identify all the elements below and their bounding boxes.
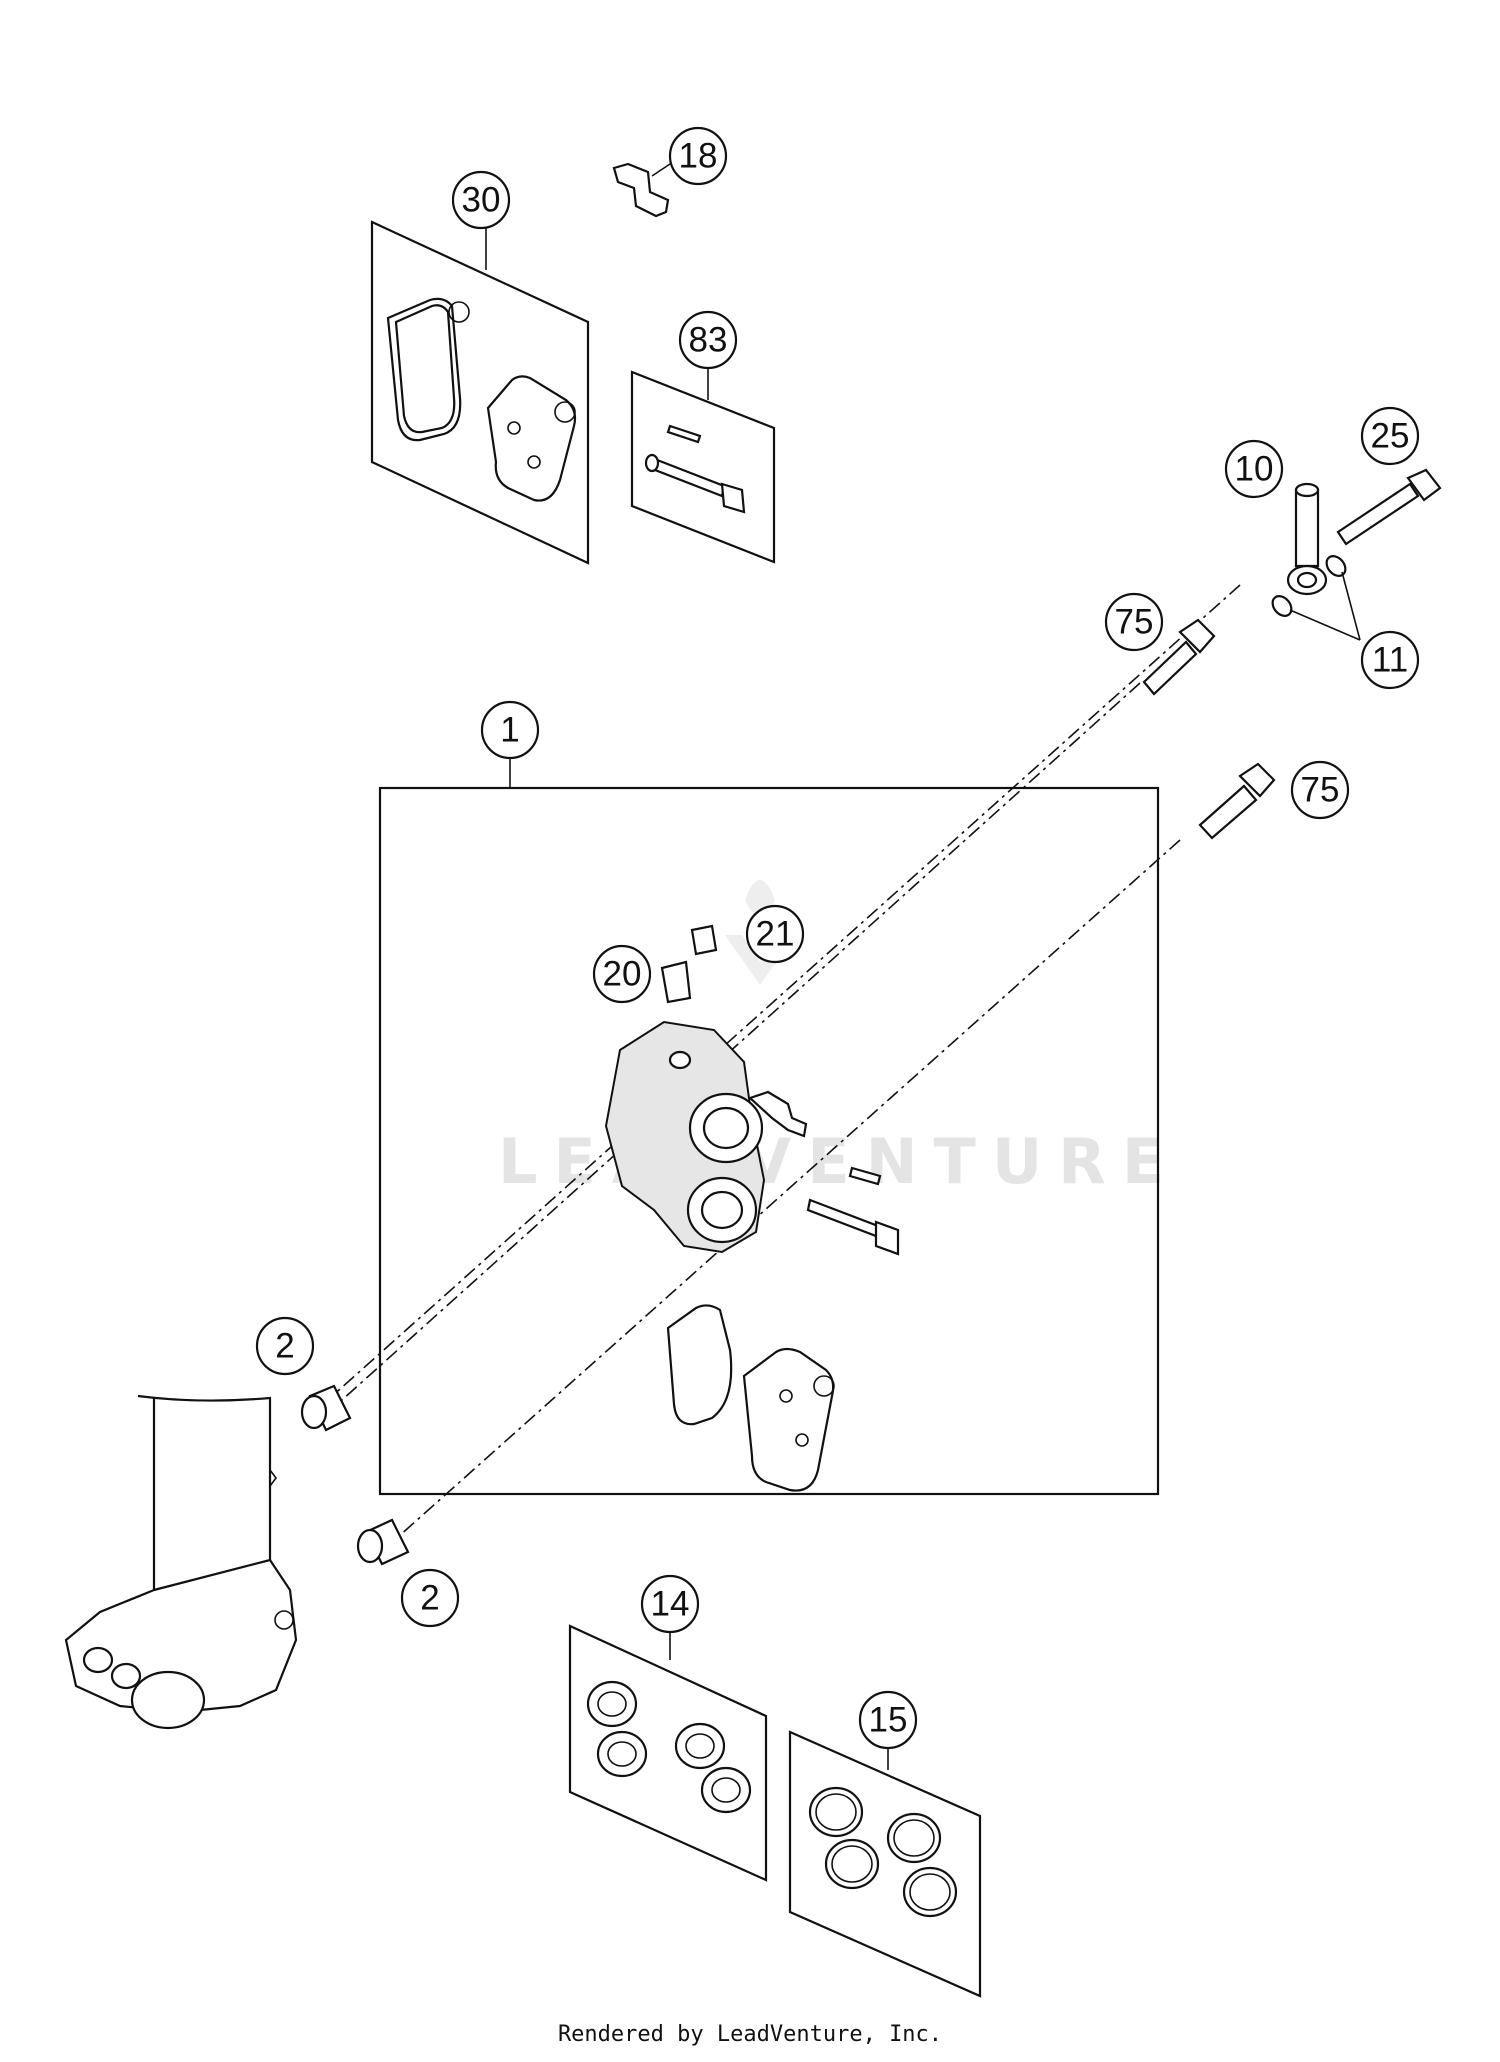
callout-83: 83 (678, 310, 738, 370)
callout-11: 11 (1360, 630, 1420, 690)
seal-kit-15 (788, 1730, 982, 1998)
callout-75-upper: 75 (1104, 592, 1164, 652)
banjo-fitting-10 (1286, 482, 1328, 596)
svg-text:30: 30 (462, 181, 501, 220)
watermark: LEADVENTURE (498, 880, 1180, 1198)
callout-14: 14 (640, 1574, 700, 1634)
svg-text:14: 14 (651, 1585, 690, 1624)
bushing-2-upper (300, 1384, 352, 1432)
svg-text:75: 75 (1115, 603, 1154, 642)
washers-11 (1271, 555, 1361, 641)
brake-pad-set-30 (370, 220, 590, 565)
pad-pin-kit-83 (630, 362, 776, 564)
bleeder-screw-20 (660, 960, 692, 1004)
mounting-bolt-75-upper (1142, 618, 1216, 696)
svg-text:10: 10 (1235, 450, 1274, 489)
caliper-body (604, 1020, 766, 1254)
svg-text:2: 2 (275, 1327, 294, 1366)
svg-text:11: 11 (1372, 641, 1408, 680)
callout-10: 10 (1224, 439, 1284, 499)
svg-text:2: 2 (420, 1579, 439, 1618)
footer-credit: Rendered by LeadVenture, Inc. (557, 2022, 943, 2047)
assembly-axes (329, 584, 1241, 1538)
svg-text:20: 20 (603, 955, 642, 994)
callout-2-lower: 2 (400, 1568, 460, 1628)
svg-text:83: 83 (689, 321, 728, 360)
watermark-text: LEADVENTURE (498, 1125, 1180, 1198)
svg-text:21: 21 (756, 915, 795, 954)
callout-20: 20 (592, 944, 652, 1004)
svg-text:75: 75 (1301, 771, 1340, 810)
piston-set-14 (568, 1624, 768, 1882)
svg-text:15: 15 (869, 1701, 908, 1740)
callout-21: 21 (745, 904, 805, 964)
callout-1: 1 (480, 700, 540, 760)
bushing-2-lower (356, 1518, 410, 1566)
callout-75-lower: 75 (1290, 760, 1350, 820)
callout-18: 18 (668, 126, 728, 186)
callout-25: 25 (1360, 406, 1420, 466)
pad-spring-18 (612, 159, 677, 218)
callout-15: 15 (858, 1690, 918, 1750)
banjo-bolt-25 (1336, 468, 1442, 546)
svg-text:18: 18 (679, 137, 718, 176)
callout-30: 30 (451, 170, 511, 230)
svg-text:25: 25 (1371, 417, 1410, 456)
fork-leg (64, 1394, 298, 1730)
bleeder-cap-21 (690, 924, 718, 956)
caliper-assembly-1 (378, 754, 1160, 1496)
mounting-bolt-75-lower (1198, 762, 1276, 840)
callout-2-upper: 2 (255, 1316, 315, 1376)
svg-text:1: 1 (500, 711, 519, 750)
